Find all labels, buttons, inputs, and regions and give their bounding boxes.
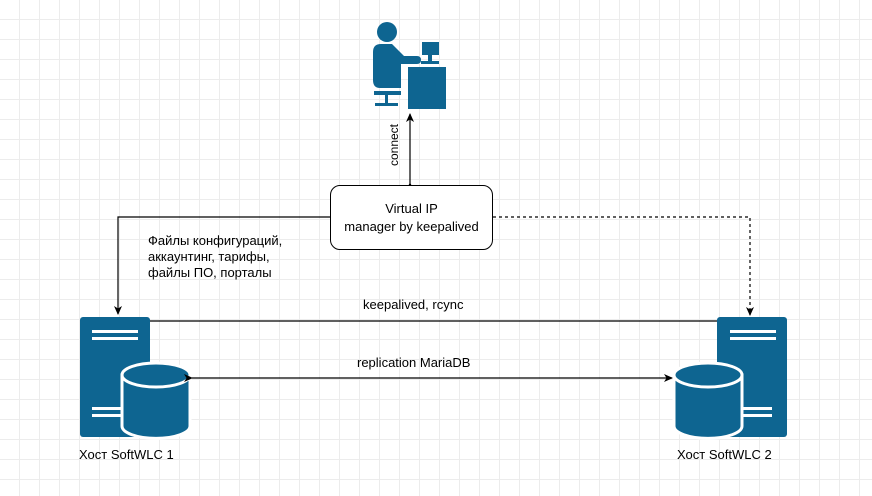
files-label-line1: Файлы конфигураций, [148, 233, 283, 248]
files-label: Файлы конфигураций, аккаунтинг, тарифы, … [148, 233, 282, 281]
vip-to-host1-edge [114, 216, 330, 315]
server-database-icon [672, 317, 787, 440]
vip-line2: manager by keepalived [344, 218, 479, 234]
server-database-icon [80, 317, 192, 440]
keepalived-label: keepalived, rcync [363, 297, 464, 312]
vip-manager-box: Virtual IP manager by keepalived [330, 185, 493, 250]
vip-to-host2-edge [493, 216, 754, 316]
replication-label: replication MariaDB [357, 355, 471, 370]
connect-label: connect [387, 123, 401, 167]
files-label-line3: файлы ПО, порталы [148, 265, 272, 280]
host1-label: Хост SoftWLC 1 [79, 447, 174, 462]
files-label-line2: аккаунтинг, тарифы, [148, 249, 270, 264]
vip-line1: Virtual IP [385, 200, 438, 216]
user-workstation-icon [373, 22, 446, 109]
host2-label: Хост SoftWLC 2 [677, 447, 772, 462]
